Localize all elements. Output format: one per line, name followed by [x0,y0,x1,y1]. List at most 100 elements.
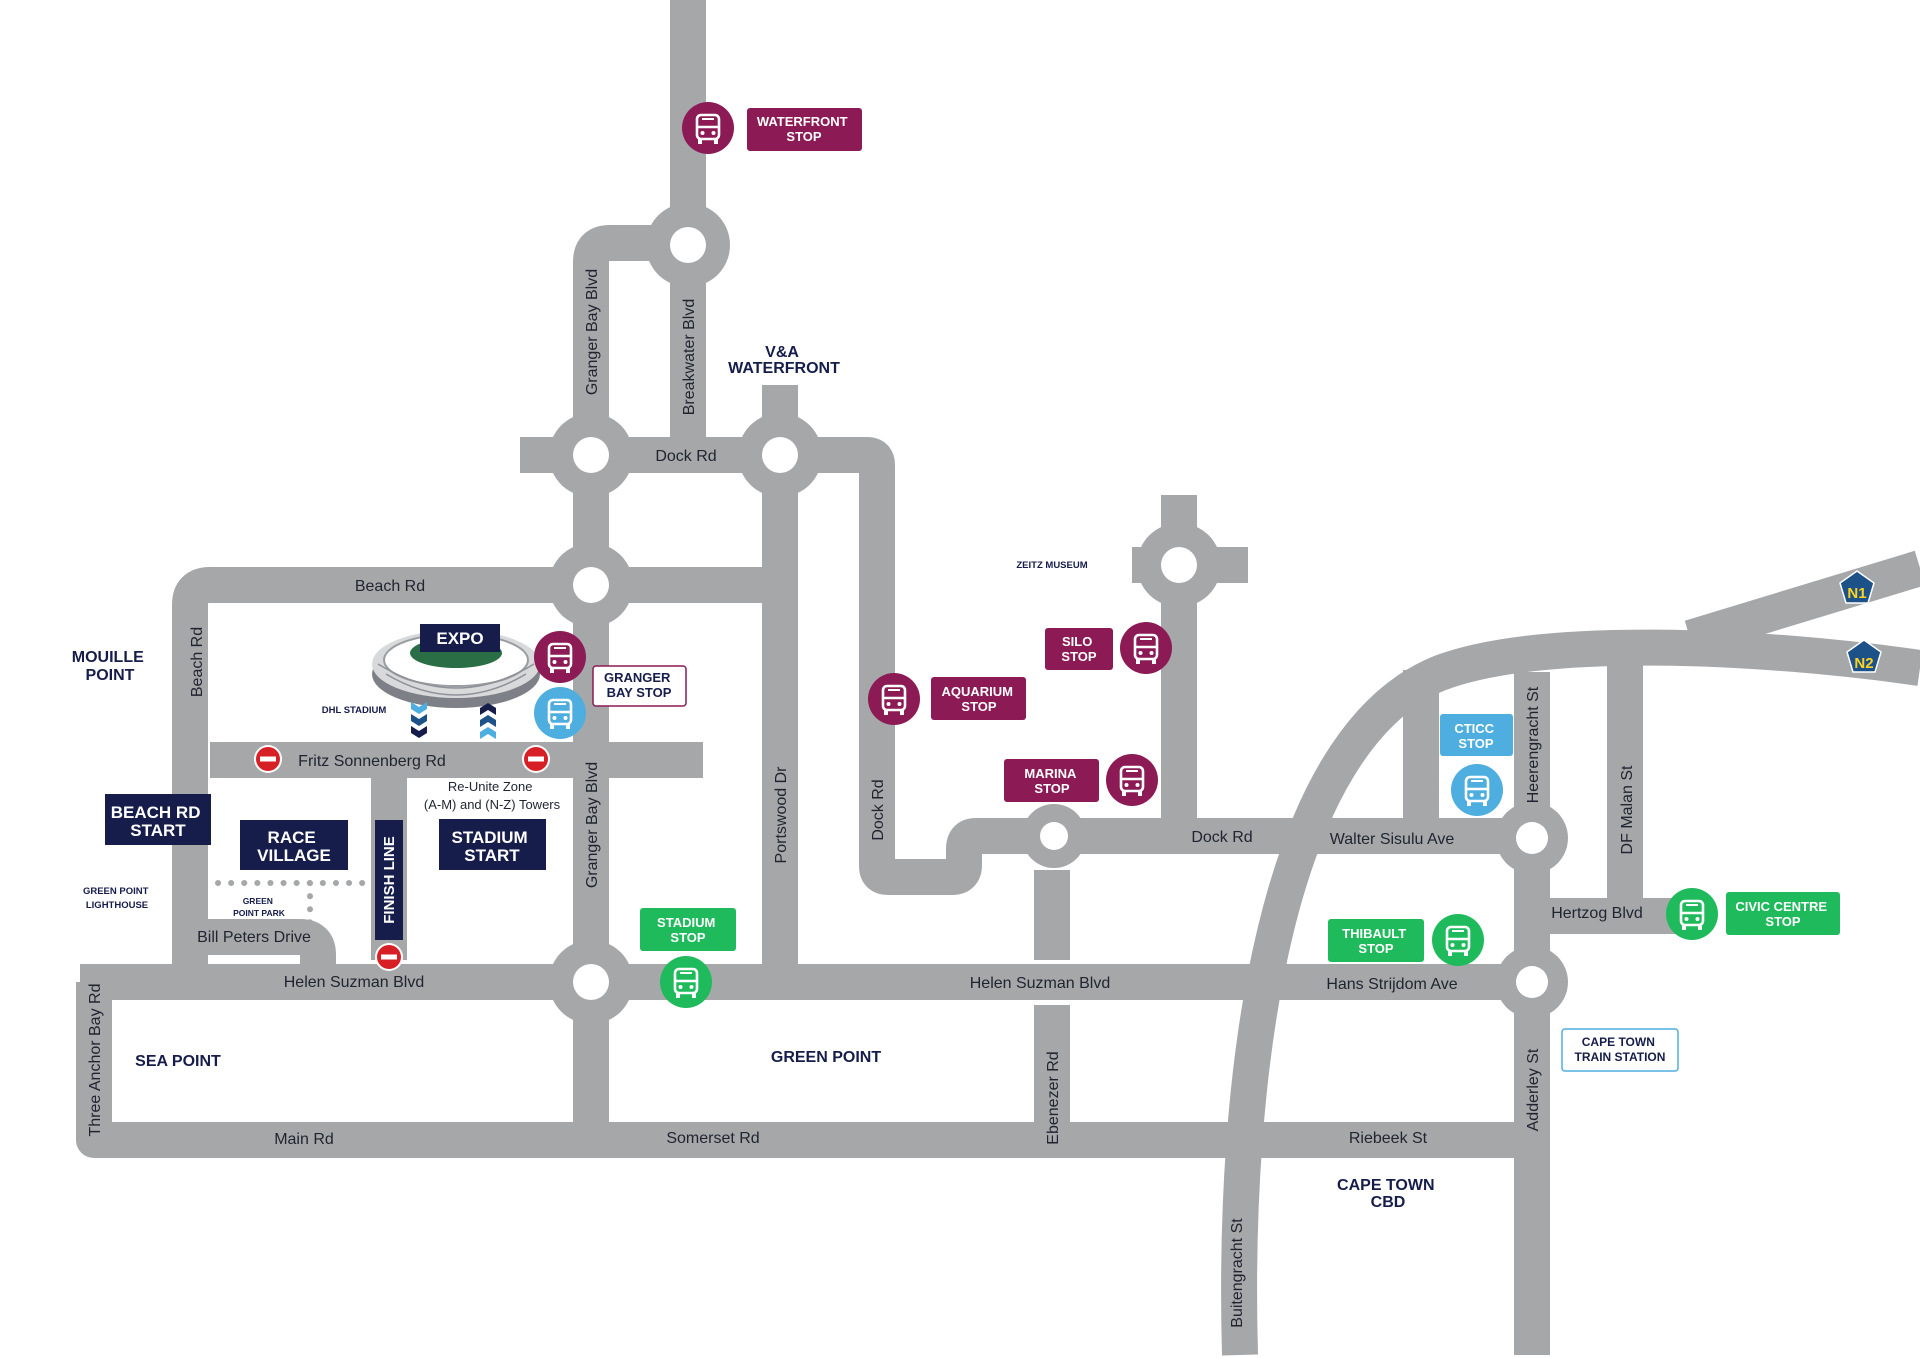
granger-bay-stop-line2: BAY STOP [607,685,672,700]
stadium-stop-label: STADIUM STOP [657,915,719,945]
label-adderley-st: Adderley St [1525,1048,1542,1131]
roundabout-adderley [1496,946,1568,1018]
thibault-stop-label: THIBAULT STOP [1342,926,1410,956]
label-hans-strijdom-ave: Hans Strijdom Ave [1326,976,1457,993]
label-three-anchor-bay-rd: Three Anchor Bay Rd [87,984,104,1137]
beach-rd-start-line2: START [130,821,186,840]
race-village-box[interactable]: RACE VILLAGE [240,820,348,870]
silo-stop-label: SILO STOP [1061,634,1096,664]
road-granger-bay-blvd-north [573,225,688,455]
label-ebenezer-rd: Ebenezer Rd [1045,1051,1062,1144]
stadium-stop[interactable]: STADIUM STOP [640,908,736,1008]
beach-rd-start-label: BEACH RD START [111,803,205,840]
label-riebeek-st: Riebeek St [1349,1130,1428,1147]
race-village-line1: RACE [268,828,316,847]
civic-centre-stop-line1: CIVIC CENTRE [1735,899,1827,914]
expo-box[interactable]: EXPO [420,624,500,652]
street-labels: Granger Bay Blvd Breakwater Blvd Dock Rd… [87,269,1643,1328]
cticc-stop-label: CTICC STOP [1454,721,1497,751]
thibault-stop[interactable]: THIBAULT STOP [1328,914,1484,966]
label-dhl-stadium: DHL STADIUM [322,705,387,716]
green-point-park-path [215,880,375,928]
label-sea-point: SEA POINT [135,1053,221,1070]
road-bill-peters-drive [190,919,336,982]
roundabout-beach-granger [549,543,633,627]
road-buitengracht-st [1221,629,1920,1356]
cticc-stop[interactable]: CTICC STOP [1440,714,1513,816]
label-mouille-point-line2: POINT [86,667,135,684]
aquarium-stop[interactable]: AQUARIUM STOP [868,673,1026,725]
label-va-waterfront: V&A WATERFRONT [728,344,840,377]
label-portswood-dr: Portswood Dr [773,766,790,864]
label-beach-rd-north: Beach Rd [355,578,425,595]
label-df-malan-st: DF Malan St [1619,765,1636,854]
train-station-label: CAPE TOWN TRAIN STATION [1575,1035,1666,1064]
label-cape-town-cbd-line1: CAPE TOWN [1337,1177,1434,1194]
cape-town-train-station[interactable]: CAPE TOWN TRAIN STATION [1561,1028,1679,1072]
roundabout-dock-granger [549,413,633,497]
chevron-down-icon [411,702,427,738]
thibault-stop-line2: STOP [1358,941,1393,956]
label-green-point-park-line1: GREEN [243,896,273,906]
finish-line-label: FINISH LINE [381,836,398,924]
expo-label: EXPO [436,629,483,648]
stadium-start-line1: STADIUM [452,828,528,847]
finish-line-box[interactable]: FINISH LINE [375,820,403,940]
label-va-waterfront-line2: WATERFRONT [728,360,840,377]
chevron-up-icon [480,703,496,739]
granger-bay-stop-line1: GRANGER [604,670,671,685]
silo-stop-line1: SILO [1062,634,1092,649]
label-buitengracht-st: Buitengracht St [1229,1218,1246,1328]
race-village-line2: VILLAGE [257,846,331,865]
highway-shield-icon: N2 [1846,639,1882,673]
label-cape-town-cbd-line2: CBD [1371,1194,1406,1211]
beach-rd-start-line1: BEACH RD [111,803,201,822]
highway-n2-label: N2 [1854,655,1873,672]
label-hertzog-blvd: Hertzog Blvd [1551,905,1643,922]
granger-bay-stop-label: GRANGER BAY STOP [604,670,674,700]
roundabouts [549,203,1568,1024]
label-main-rd: Main Rd [274,1131,334,1148]
stadium-start-line2: START [464,846,520,865]
marina-stop-line2: STOP [1034,781,1069,796]
civic-centre-stop-label: CIVIC CENTRE STOP [1735,899,1830,929]
no-entry-icon [254,745,282,773]
label-green-point-lighthouse: GREEN POINT LIGHTHOUSE [83,886,151,911]
marina-stop[interactable]: MARINA STOP [1004,754,1158,806]
aquarium-stop-line2: STOP [961,699,996,714]
cticc-stop-line1: CTICC [1454,721,1494,736]
label-cape-town-cbd: CAPE TOWN CBD [1337,1177,1439,1211]
stadium-stop-line1: STADIUM [657,915,715,930]
label-somerset-rd: Somerset Rd [666,1130,759,1147]
roundabout-zeitz [1137,523,1221,607]
roundabout-dock-ebenezer [1022,804,1086,868]
label-walter-sisulu-ave: Walter Sisulu Ave [1330,831,1455,848]
stadium-start-box[interactable]: STADIUM START [439,819,546,870]
highway-shield-icon: N1 [1839,570,1875,604]
thibault-stop-line1: THIBAULT [1342,926,1406,941]
label-green-point-park: GREEN POINT PARK [233,896,286,918]
label-zeitz-museum: ZEITZ MUSEUM [1016,560,1087,571]
silo-stop[interactable]: SILO STOP [1045,622,1172,674]
highway-n1-label: N1 [1847,585,1866,602]
label-granger-bay-blvd-north: Granger Bay Blvd [584,269,601,395]
stadium-start-label: STADIUM START [452,828,533,865]
label-reunite-zone: Re-Unite Zone (A-M) and (N-Z) Towers [424,779,561,812]
civic-centre-stop[interactable]: CIVIC CENTRE STOP [1666,888,1840,940]
area-labels: V&A WATERFRONT MOUILLE POINT SEA POINT G… [72,344,1439,1211]
label-helen-suzman-blvd-east: Helen Suzman Blvd [970,975,1111,992]
label-helen-suzman-blvd-west: Helen Suzman Blvd [284,974,425,991]
road-beach-rd [172,567,780,982]
waterfront-stop[interactable]: WATERFRONT STOP [682,102,862,154]
label-fritz-sonnenberg-rd: Fritz Sonnenberg Rd [298,753,446,770]
waterfront-stop-line1: WATERFRONT [757,114,848,129]
train-station-line1: CAPE TOWN [1582,1035,1655,1049]
label-breakwater-blvd: Breakwater Blvd [681,299,698,416]
roundabout-helen-granger [549,940,633,1024]
aquarium-stop-label: AQUARIUM STOP [941,684,1016,714]
beach-rd-start-box[interactable]: BEACH RD START [105,794,211,845]
label-reunite-zone-line2: (A-M) and (N-Z) Towers [424,797,561,812]
granger-bay-stop[interactable]: GRANGER BAY STOP [534,631,687,739]
no-entry-icon [522,745,550,773]
